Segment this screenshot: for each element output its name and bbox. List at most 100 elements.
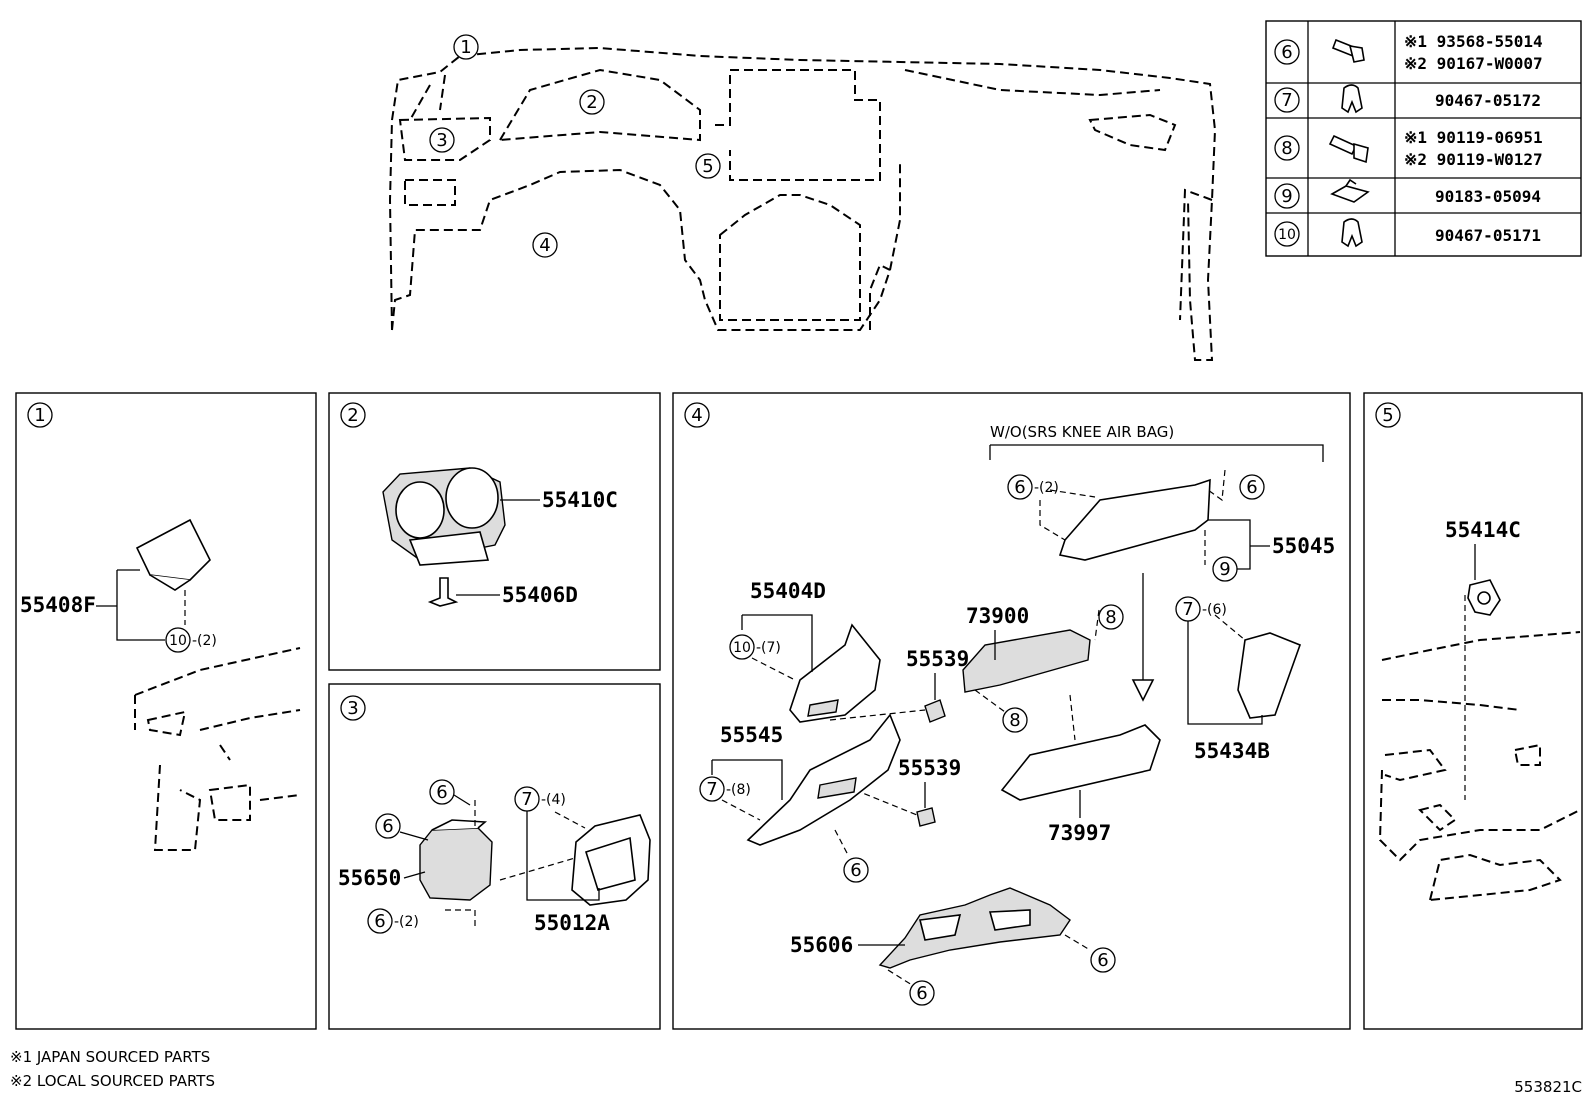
panel-2-label: 2	[347, 405, 358, 426]
table-part: ※1 93568-55014	[1404, 32, 1543, 51]
overview-label-2: 2	[586, 92, 597, 113]
table-ref: 7	[1281, 90, 1292, 111]
side-panel-part	[1237, 632, 1302, 719]
table-row: 7 90467-05172	[1274, 84, 1541, 114]
part-55414C: 55414C	[1445, 518, 1521, 542]
switch-part	[924, 699, 946, 723]
table-ref: 10	[1278, 227, 1296, 243]
dashboard-overview: 1 2 3 4 5	[388, 34, 1217, 361]
part-55012A: 55012A	[534, 911, 610, 935]
panel-5: 5 55414C	[1375, 402, 1581, 902]
clip-icon	[1341, 218, 1363, 248]
clip-icon	[1341, 84, 1363, 114]
panel-1-label: 1	[34, 405, 45, 426]
panel-5-label: 5	[1382, 405, 1393, 426]
panel-4-frame	[672, 392, 1351, 1030]
register-part	[571, 814, 651, 906]
callout-6: 6	[916, 983, 927, 1004]
panel-3: 3 6 6 55650 6 -(2) 7 -(4) 55012A	[338, 695, 651, 935]
hardware-table: 6 ※1 93568-55014 ※2 90167-W0007 7 90467-…	[1265, 20, 1582, 257]
footnote-japan: ※1 JAPAN SOURCED PARTS	[10, 1048, 210, 1066]
overview-label-5: 5	[702, 156, 713, 177]
sensor-part	[1467, 579, 1501, 616]
callout-qty: -(4)	[541, 792, 566, 808]
part-55404D: 55404D	[750, 579, 826, 603]
part-55410C: 55410C	[542, 488, 618, 512]
table-row: 9 90183-05094	[1274, 178, 1541, 209]
table-row: 10 90467-05171	[1274, 218, 1541, 248]
table-ref: 6	[1281, 42, 1292, 63]
table-part: 90467-05171	[1435, 226, 1541, 245]
table-row: 6 ※1 93568-55014 ※2 90167-W0007	[1274, 32, 1543, 73]
table-part: ※2 90119-W0127	[1404, 150, 1543, 169]
overview-label-3: 3	[436, 130, 447, 151]
callout-10: 10	[169, 633, 187, 649]
table-part: 90467-05172	[1435, 91, 1541, 110]
part-55045: 55045	[1272, 534, 1335, 558]
part-55406D: 55406D	[502, 583, 578, 607]
callout-6: 6	[1014, 477, 1025, 498]
callout-qty: -(6)	[1202, 602, 1227, 618]
panel-1: 1 55408F 10 -(2)	[20, 402, 301, 851]
lower-panel-center-part	[746, 713, 901, 846]
callout-qty: -(7)	[756, 640, 781, 656]
callout-6: 6	[1246, 477, 1257, 498]
part-55606: 55606	[790, 933, 853, 957]
glove-box-door-part	[1000, 724, 1161, 801]
callout-qty: -(2)	[394, 914, 419, 930]
table-part: 90183-05094	[1435, 187, 1541, 206]
callout-9: 9	[1219, 559, 1230, 580]
part-55434B: 55434B	[1194, 739, 1270, 763]
callout-8: 8	[1105, 607, 1116, 628]
callout-10: 10	[733, 640, 751, 656]
screw-icon	[1328, 134, 1369, 164]
callout-6: 6	[374, 911, 385, 932]
callout-qty: -(2)	[192, 633, 217, 649]
panel-3-frame	[328, 683, 661, 1030]
table-ref: 8	[1281, 138, 1292, 159]
callout-qty: -(8)	[726, 782, 751, 798]
part-55545: 55545	[720, 723, 783, 747]
callout-8: 8	[1009, 710, 1020, 731]
under-cover-part	[878, 887, 1071, 969]
panel-5-frame	[1363, 392, 1583, 1030]
side-cover-part	[135, 518, 211, 591]
variant-note: W/O(SRS KNEE AIR BAG)	[990, 423, 1174, 441]
heater-control-part	[419, 819, 493, 901]
footnote-local: ※2 LOCAL SOURCED PARTS	[10, 1072, 215, 1090]
lower-panel-left-part	[789, 623, 881, 723]
part-73900: 73900	[966, 604, 1029, 628]
table-part: ※2 90167-W0007	[1404, 54, 1543, 73]
overview-label-1: 1	[460, 37, 471, 58]
callout-6: 6	[436, 782, 447, 803]
switch-part	[916, 807, 936, 827]
overview-label-4: 4	[539, 235, 550, 256]
part-55539: 55539	[906, 647, 969, 671]
table-part: ※1 90119-06951	[1404, 128, 1543, 147]
table-row: 8 ※1 90119-06951 ※2 90119-W0127	[1274, 128, 1543, 169]
diagram-code: 553821C	[1514, 1078, 1582, 1096]
nut-icon	[1330, 178, 1370, 203]
callout-6: 6	[850, 860, 861, 881]
part-55408F: 55408F	[20, 593, 96, 617]
panel-1-frame	[15, 392, 317, 1030]
part-73997: 73997	[1048, 821, 1111, 845]
combination-meter-part	[382, 467, 506, 566]
lower-panel-upper-part	[1058, 478, 1211, 561]
bolt-icon	[1331, 38, 1365, 63]
panel-4: 4 W/O(SRS KNEE AIR BAG) 6 -(2) 6 55045 9	[684, 402, 1335, 1006]
callout-6: 6	[1097, 950, 1108, 971]
panel-3-label: 3	[347, 698, 358, 719]
callout-qty: -(2)	[1034, 480, 1059, 496]
clip-part	[427, 577, 459, 607]
panel-2-frame	[328, 392, 661, 671]
arrow-down-icon	[1131, 573, 1155, 702]
callout-6: 6	[382, 816, 393, 837]
glove-box-part	[962, 629, 1091, 693]
table-ref: 9	[1281, 186, 1292, 207]
panel-2: 2 55410C 55406D	[340, 402, 618, 607]
callout-7: 7	[521, 789, 532, 810]
part-55650: 55650	[338, 866, 401, 890]
part-55539: 55539	[898, 756, 961, 780]
